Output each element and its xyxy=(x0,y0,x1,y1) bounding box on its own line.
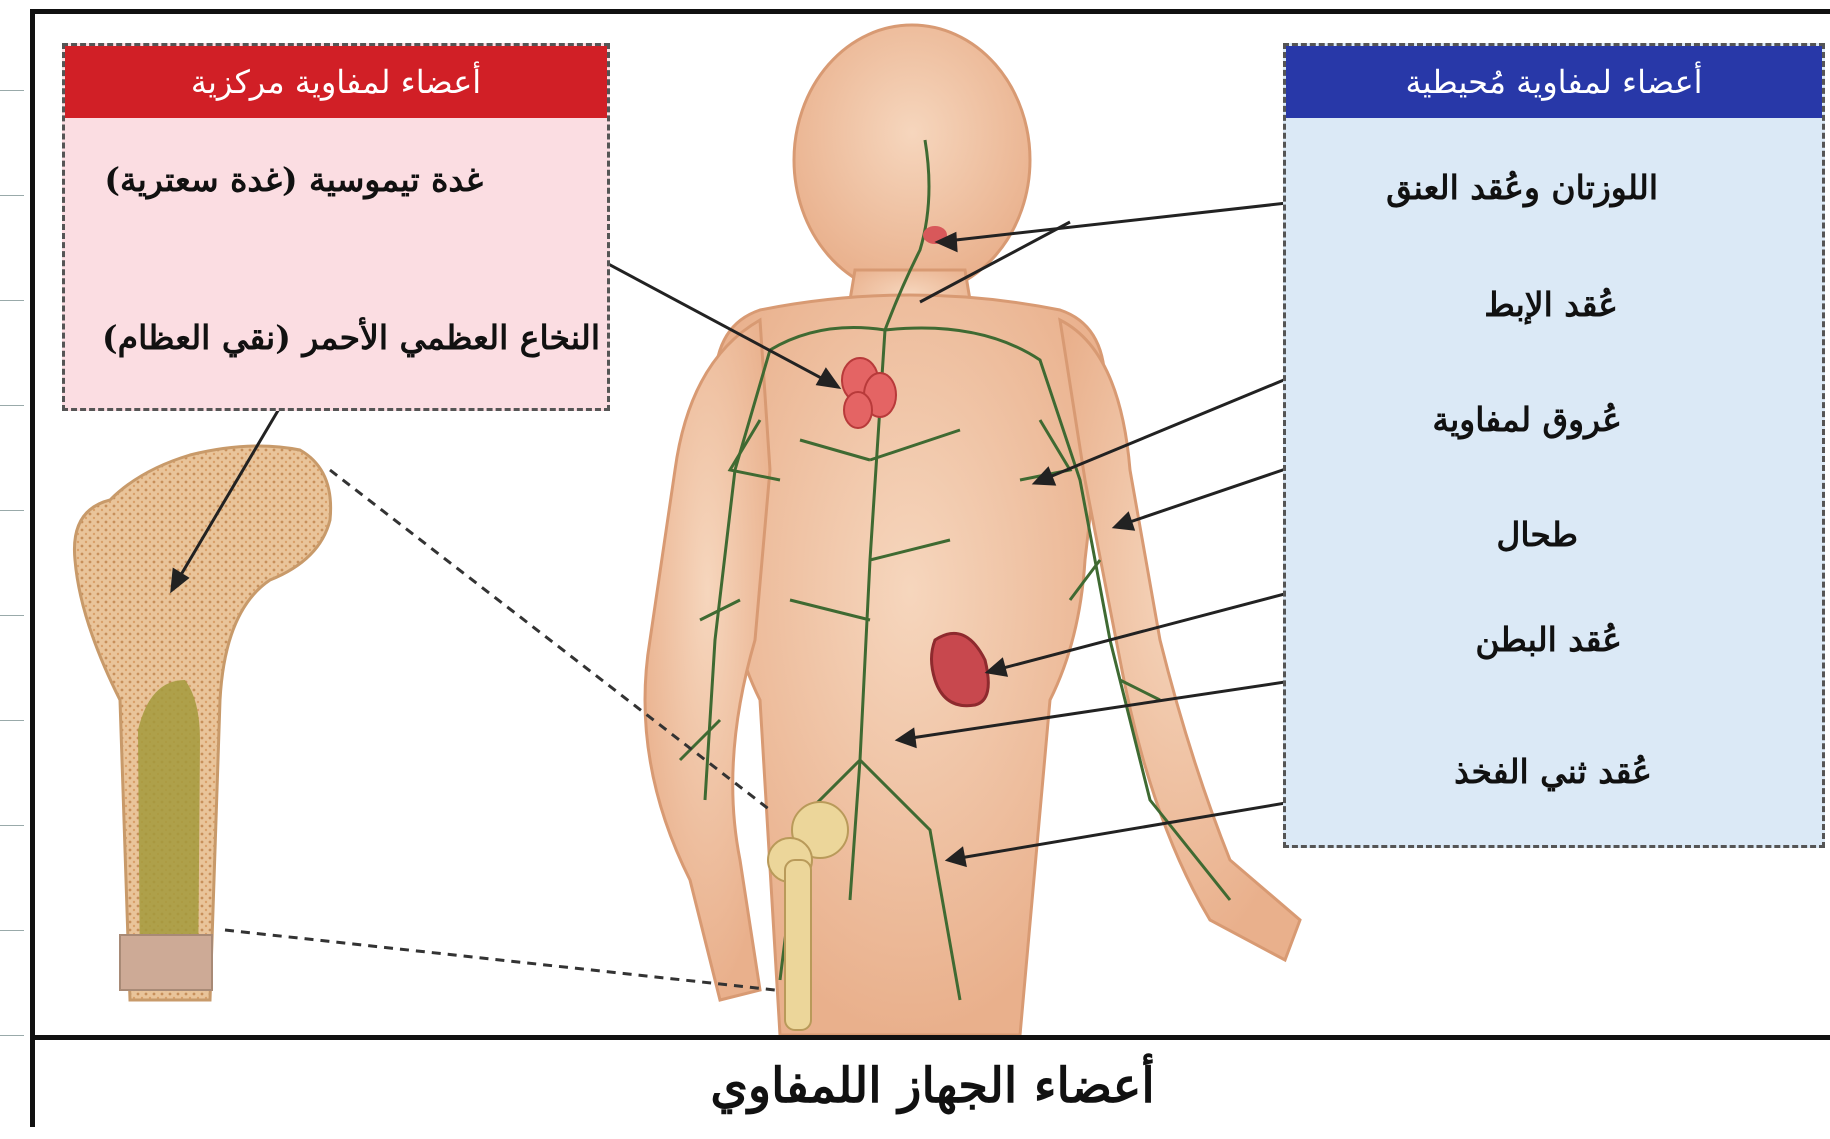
central-panel-title: أعضاء لمفاوية مركزية xyxy=(65,46,607,118)
label-red-bone-marrow: النخاع العظمي الأحمر (نقي العظام) xyxy=(102,318,600,357)
label-axillary-nodes: عُقد الإبط xyxy=(1484,285,1618,324)
label-abdominal-nodes: عُقد البطن xyxy=(1475,620,1622,659)
caption-bar: أعضاء الجهاز اللمفاوي xyxy=(35,1035,1830,1132)
label-inguinal-nodes: عُقد ثني الفخذ xyxy=(1454,752,1652,791)
label-spleen: طحال xyxy=(1496,515,1578,554)
femur-cross-section xyxy=(74,446,330,1000)
peripheral-panel-title: أعضاء لمفاوية مُحيطية xyxy=(1286,46,1822,118)
label-thymus: غدة تيموسية (غدة سعترية) xyxy=(104,160,483,199)
label-lymph-vessels: عُروق لمفاوية xyxy=(1432,400,1622,439)
peripheral-lymphoid-organs-panel: أعضاء لمفاوية مُحيطية xyxy=(1283,43,1825,848)
label-tonsils-neck-nodes: اللوزتان وعُقد العنق xyxy=(1386,168,1658,207)
figure-caption: أعضاء الجهاز اللمفاوي xyxy=(710,1058,1154,1114)
human-body xyxy=(645,25,1300,1035)
